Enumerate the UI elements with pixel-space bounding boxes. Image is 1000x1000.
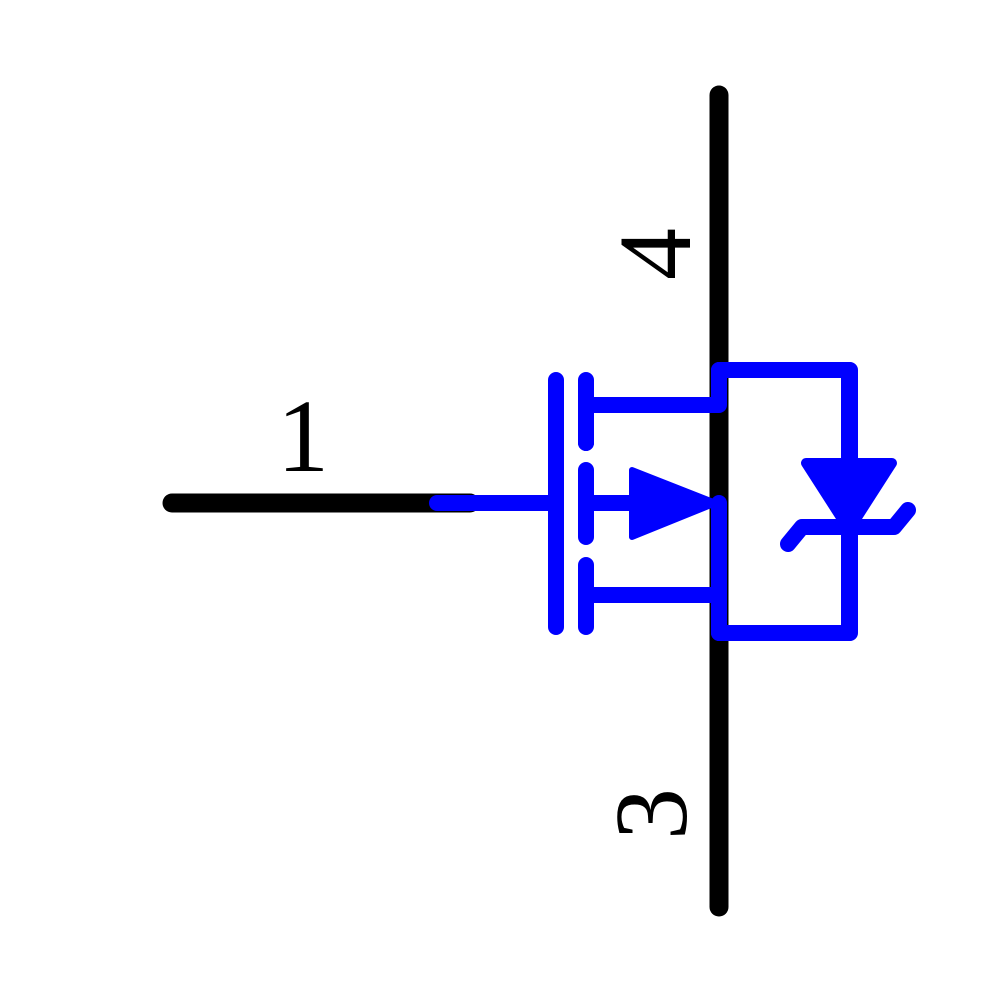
pin-label-1: 1 [277, 379, 329, 494]
body-arrow-icon [629, 467, 719, 540]
pin-label-3: 3 [594, 788, 709, 840]
pin-label-4: 4 [598, 228, 713, 280]
drain-tap-rail [578, 362, 727, 413]
zener-cathode-bar [780, 502, 916, 552]
source-tap-rail [578, 587, 727, 641]
zener-triangle-icon [801, 458, 897, 535]
